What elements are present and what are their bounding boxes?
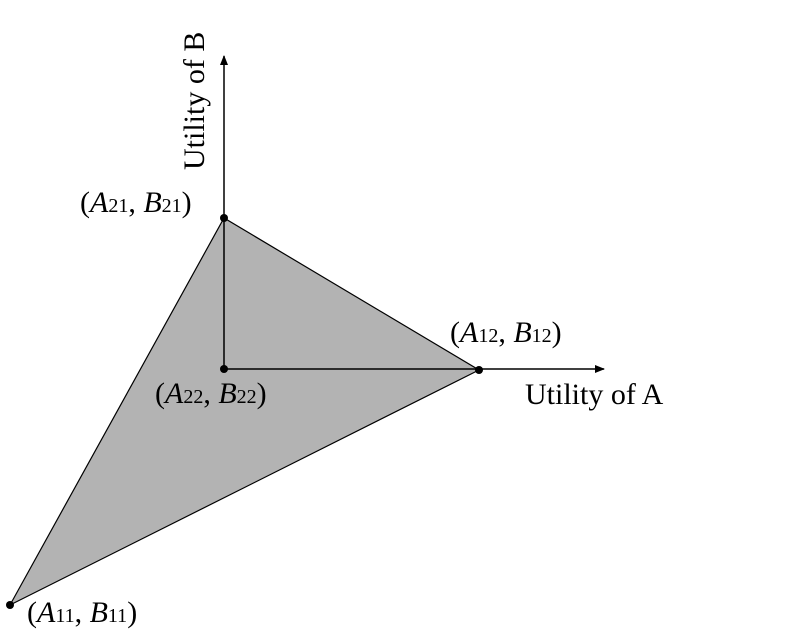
point-a21-b21 [220,214,228,222]
point-label-a22-b22: (A22, B22) [155,377,267,410]
point-a22-b22 [220,365,228,373]
point-label-a12-b12: (A12, B12) [450,316,562,349]
point-label-a11-b11: (A11, B11) [27,596,137,629]
point-a12-b12 [475,366,483,374]
x-axis-label: Utility of A [525,378,664,411]
point-a11-b11 [6,601,14,609]
y-axis-label: Utility of B [178,32,211,170]
point-label-a21-b21: (A21, B21) [80,186,192,219]
feasible-region [8,217,481,607]
